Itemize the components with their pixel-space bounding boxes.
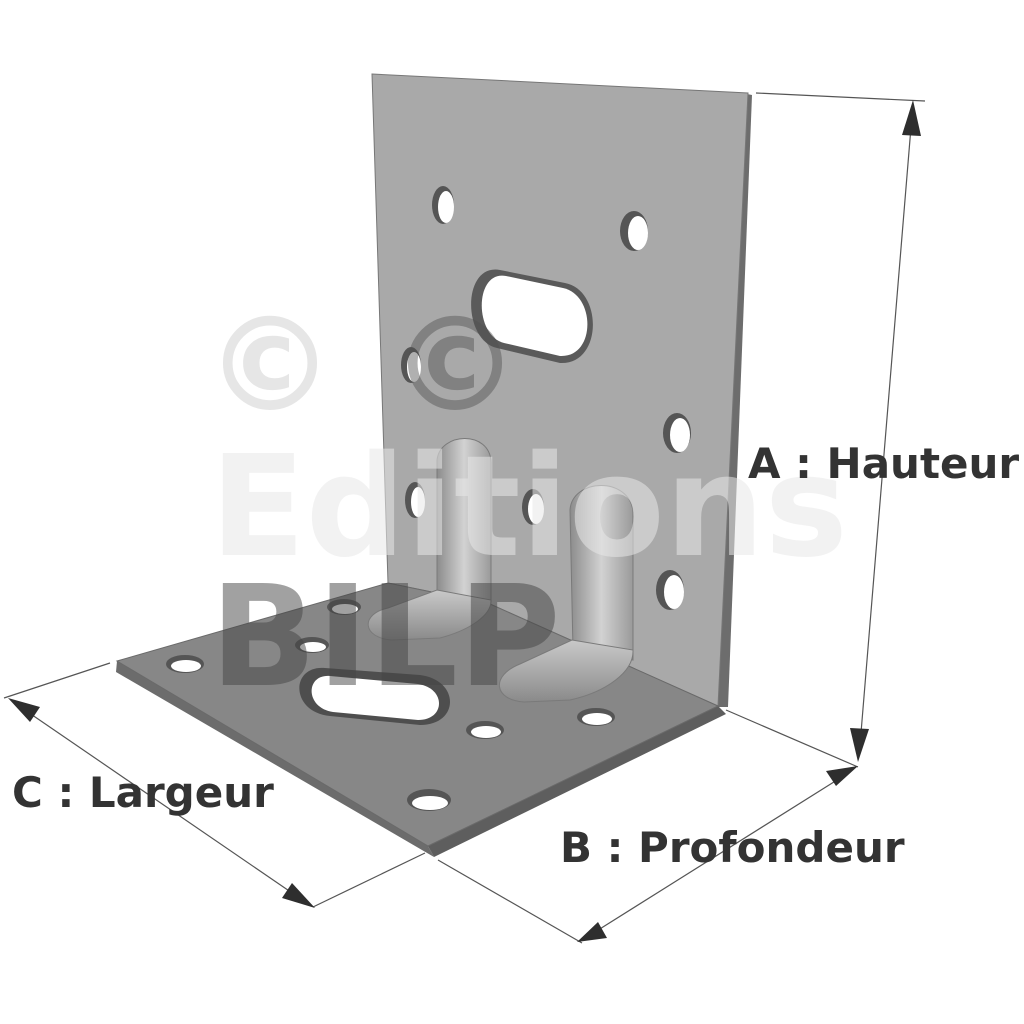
base-plate-edge-front: [428, 706, 726, 857]
watermark: © © Editions BILP: [205, 289, 848, 719]
watermark-copyright-1: ©: [205, 289, 335, 441]
hole: [412, 796, 448, 810]
hole: [670, 418, 690, 452]
rib-vertical: [569, 485, 634, 661]
width-arrow-left: [8, 698, 40, 722]
hole: [582, 713, 612, 725]
rib-foot: [367, 589, 492, 641]
hole: [528, 494, 544, 524]
watermark-copyright-2: ©: [390, 289, 520, 441]
depth-arrow-bottom: [577, 922, 607, 942]
stiffening-rib-left: [367, 438, 492, 641]
hole: [300, 642, 326, 652]
width-extension-left: [3, 662, 111, 699]
label-hauteur: A : Hauteur: [748, 439, 1019, 488]
hole: [438, 191, 454, 223]
depth-extension: [437, 859, 583, 944]
hole: [407, 352, 421, 382]
hole: [628, 216, 648, 250]
dimension-lines: [3, 92, 926, 944]
watermark-editions: Editions: [210, 426, 848, 589]
label-profondeur: B : Profondeur: [560, 823, 905, 872]
vertical-plate-edge: [718, 93, 752, 707]
hole: [411, 487, 425, 517]
hole: [664, 575, 684, 609]
hole: [332, 604, 358, 614]
height-extension-top: [755, 92, 926, 102]
angle-bracket: [115, 73, 752, 857]
rib-foot: [499, 639, 634, 703]
hole: [171, 660, 201, 672]
width-extension-right: [312, 852, 426, 908]
height-dimension-line: [859, 114, 913, 746]
base-plate-edge-left: [116, 661, 434, 857]
height-arrow-bottom: [850, 728, 869, 762]
vertical-plate-holes: [401, 186, 691, 610]
height-extension-bottom: [725, 709, 859, 768]
base-plate-holes: [166, 599, 615, 811]
height-arrow-top: [902, 100, 921, 136]
watermark-bilp: BILP: [210, 556, 561, 719]
rib-vertical: [436, 438, 492, 601]
slot-hole-inner: [481, 275, 588, 357]
depth-dimension-line: [594, 774, 846, 933]
slot-hole-inner: [311, 675, 439, 720]
hole: [471, 726, 501, 738]
width-arrow-right: [282, 883, 315, 908]
label-largeur: C : Largeur: [12, 768, 274, 817]
stiffening-rib-right: [499, 485, 634, 703]
width-dimension-line: [21, 707, 299, 898]
depth-arrow-top: [826, 766, 858, 786]
